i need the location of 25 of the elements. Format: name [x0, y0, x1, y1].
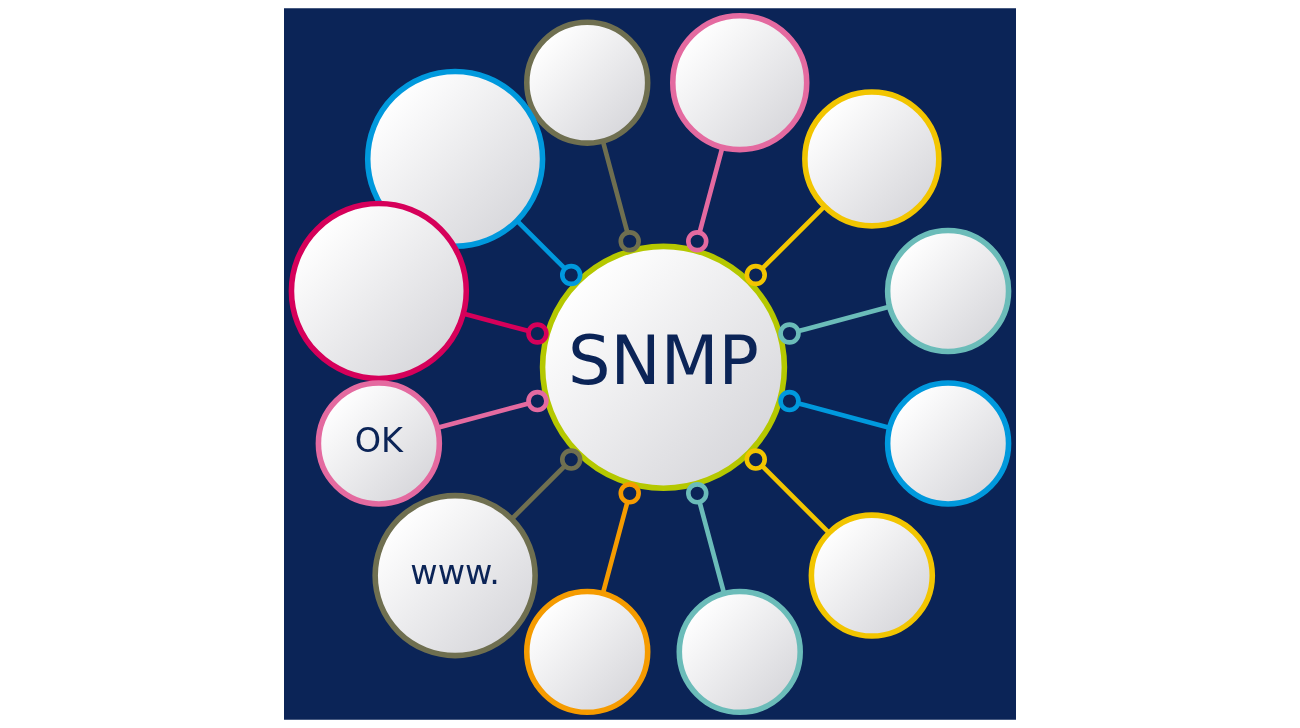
node-circle	[670, 12, 810, 153]
node-circle	[288, 200, 470, 382]
connector	[686, 482, 727, 594]
node-circle: SNMP	[539, 243, 788, 491]
node-circle	[524, 588, 651, 716]
connector	[778, 389, 890, 431]
connector	[463, 311, 549, 345]
node-circle	[802, 89, 942, 229]
connector	[686, 147, 725, 253]
node-circle	[676, 588, 803, 716]
node-circle	[808, 512, 936, 639]
node-circle	[884, 227, 1012, 355]
node-circle: OK	[315, 380, 443, 507]
connector	[744, 204, 826, 287]
connector	[744, 448, 831, 535]
connector	[437, 389, 549, 431]
connector	[510, 448, 583, 521]
node-circle	[884, 380, 1012, 507]
connector	[600, 482, 641, 594]
connector	[778, 304, 890, 345]
node-circle	[524, 19, 651, 146]
connector	[515, 219, 583, 287]
node-circle	[364, 68, 546, 250]
node-circle: www.	[372, 492, 538, 659]
connector	[600, 140, 641, 253]
